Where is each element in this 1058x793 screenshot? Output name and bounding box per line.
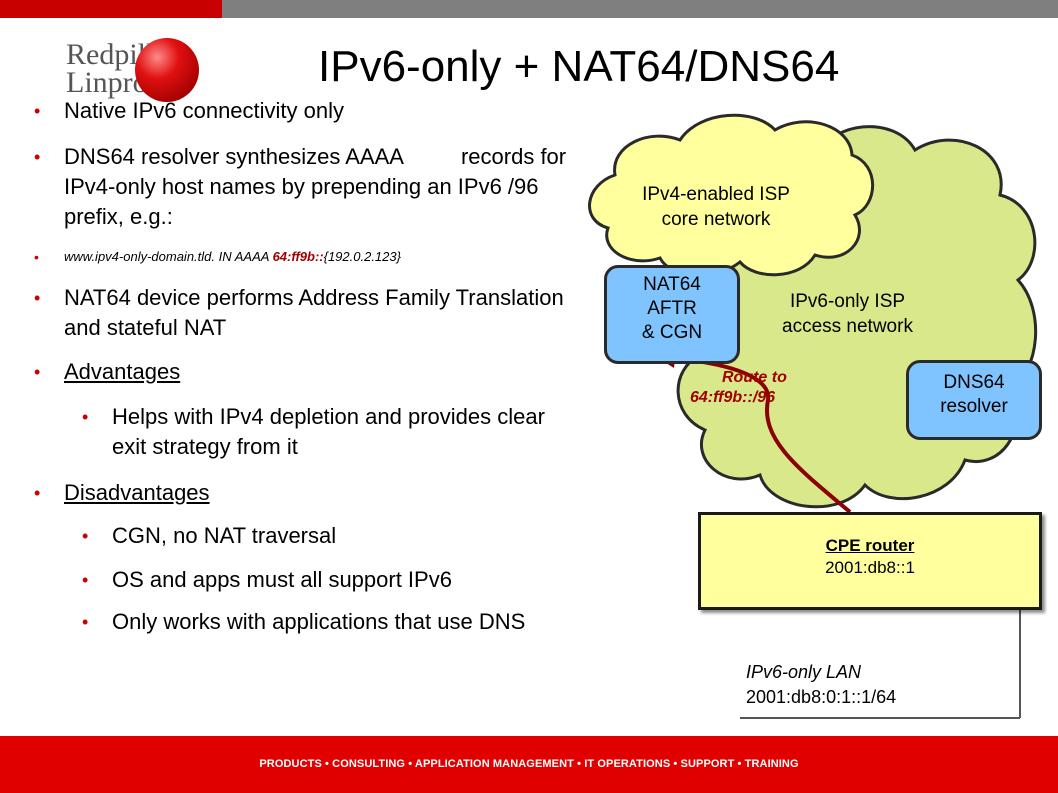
example-address: {192.0.2.123} <box>323 249 401 264</box>
bullet-dot-icon: • <box>34 147 41 167</box>
logo-line2: Linpro <box>66 66 148 99</box>
bullet-nat64-line2: and stateful NAT <box>64 315 227 340</box>
ipv4-cloud <box>588 113 875 277</box>
nat64-box: NAT64 AFTR & CGN <box>604 265 740 364</box>
cpe-router-title: CPE router <box>825 536 915 555</box>
ipv6-cloud-line1: IPv6-only ISP <box>789 291 906 312</box>
advantages-heading: Advantages <box>64 359 181 384</box>
footer-bar <box>0 736 1058 793</box>
bullet-text: Helps with IPv4 depletion and provides c… <box>112 404 545 429</box>
ipv6-cloud-label: IPv6-only ISP access network <box>745 289 950 339</box>
top-bar <box>0 0 1058 18</box>
logo-ball-icon <box>135 38 199 102</box>
ipv4-cloud-line1: IPv4-enabled ISP <box>642 184 790 205</box>
dns64-line2: resolver <box>940 396 1008 417</box>
lan-label: IPv6-only LAN 2001:db8:0:1::1/64 <box>746 660 896 710</box>
cpe-router-address: 2001:db8::1 <box>825 558 915 577</box>
bullet-dot-icon: • <box>34 249 39 265</box>
bullet-dot-icon: • <box>34 483 41 503</box>
ipv6-cloud-line2: access network <box>782 316 913 337</box>
disadvantages-heading: Disadvantages <box>64 480 210 505</box>
bullet-text: NAT64 device performs Address Family Tra… <box>64 285 564 310</box>
bullet-nat64: • NAT64 device performs Address Family T… <box>34 283 564 313</box>
bullet-disadvantage-2: • OS and apps must all support IPv6 <box>82 565 452 595</box>
bullet-dot-icon: • <box>82 612 89 632</box>
bullet-text: records for <box>460 144 567 169</box>
route-label-line2: 64:ff9b::/96 <box>690 389 776 406</box>
top-bar-accent <box>0 0 222 18</box>
cpe-router-box: CPE router 2001:db8::1 <box>698 512 1042 610</box>
example-prefix: 64:ff9b:: <box>272 249 324 264</box>
bullet-text: DNS64 resolver synthesizes AAAA <box>64 144 403 169</box>
route-label-line1: Route to <box>722 369 787 386</box>
nat64-line1: NAT64 <box>643 274 701 295</box>
bullet-advantages: • Advantages <box>34 357 181 387</box>
example-text: www.ipv4-only-domain.tld. IN AAAA <box>64 249 273 264</box>
bullet-dot-icon: • <box>82 407 89 427</box>
bullet-text: Native IPv6 connectivity only <box>64 98 345 123</box>
bullet-disadvantage-3: • Only works with applications that use … <box>82 607 526 637</box>
bullet-dns64: • DNS64 resolver synthesizes AAAA record… <box>34 142 567 172</box>
ipv4-cloud-label: IPv4-enabled ISP core network <box>600 182 832 232</box>
bullet-dot-icon: • <box>34 362 41 382</box>
bullet-disadvantage-1: • CGN, no NAT traversal <box>82 521 337 551</box>
lan-label-line2: 2001:db8:0:1::1/64 <box>746 687 897 707</box>
bullet-dot-icon: • <box>82 570 89 590</box>
lan-label-line1: IPv6-only LAN <box>746 662 862 682</box>
ipv4-cloud-line2: core network <box>661 209 771 230</box>
bullet-disadvantages: • Disadvantages <box>34 478 210 508</box>
bullet-text: OS and apps must all support IPv6 <box>112 567 452 592</box>
bullet-dns64-line2: IPv4-only host names by prepending an IP… <box>64 174 539 199</box>
dns64-line1: DNS64 <box>943 372 1005 393</box>
bullet-advantage-1: • Helps with IPv4 depletion and provides… <box>82 402 545 432</box>
bullet-native-ipv6: • Native IPv6 connectivity only <box>34 96 345 126</box>
slide-title: IPv6-only + NAT64/DNS64 <box>318 42 840 91</box>
bullet-dns64-line3: prefix, e.g.: <box>64 204 173 229</box>
dns64-box: DNS64 resolver <box>906 360 1042 440</box>
bullet-advantage-1-line2: exit strategy from it <box>112 434 298 459</box>
bullet-dot-icon: • <box>34 288 41 308</box>
bullet-dot-icon: • <box>34 101 41 121</box>
bullet-example: • www.ipv4-only-domain.tld. IN AAAA 64:f… <box>34 248 401 266</box>
bullet-text: CGN, no NAT traversal <box>112 523 337 548</box>
footer-text: PRODUCTS • CONSULTING • APPLICATION MANA… <box>259 758 799 770</box>
nat64-line2: AFTR <box>647 298 697 319</box>
bullet-text: Only works with applications that use DN… <box>112 609 526 634</box>
bullet-dot-icon: • <box>82 526 89 546</box>
nat64-line3: & CGN <box>641 322 703 343</box>
